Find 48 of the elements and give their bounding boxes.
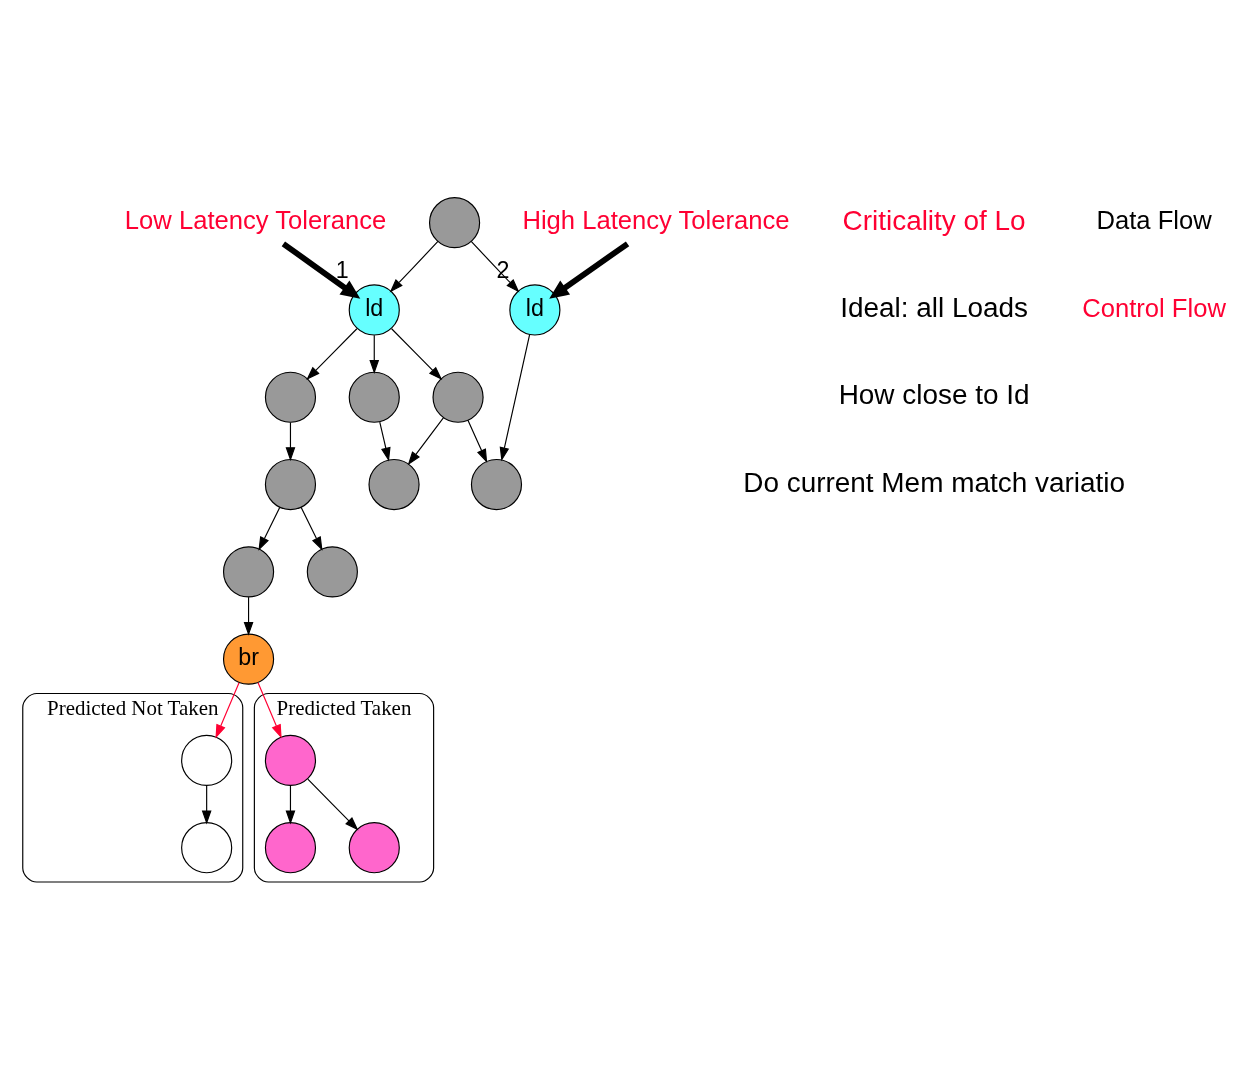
arrow [389,240,439,293]
node-circle [432,371,484,423]
arrow [307,778,359,831]
arrow [201,785,212,825]
arrow [379,421,391,462]
node-circle [368,458,420,511]
node-circle [428,197,481,249]
arrow [369,334,380,374]
arrow [407,417,445,466]
arrow [243,596,254,636]
arrow [285,785,296,825]
label: Criticality of Lo [842,204,1026,236]
node-circle [264,458,317,511]
legend-label: Data Flow [1096,206,1212,235]
arrow [549,241,630,299]
node-text: Low Latency Tolerance [124,206,387,235]
arrow [391,328,443,381]
legend-label: Control Flow [1082,293,1226,322]
arrow [257,682,282,739]
node-circle [222,546,275,598]
arrow [467,419,488,463]
node-circle: br [222,633,275,685]
arrow [499,334,531,462]
arrow [300,507,323,551]
node-circle: ld [509,284,561,336]
arrow [470,240,520,293]
node-label: 1 [335,256,349,283]
arrow [258,507,281,551]
node-circle [470,458,523,511]
node-circle: ld [348,284,400,336]
arrow [281,241,361,299]
arrow [215,682,240,739]
label: Do current Mem match variatio [743,466,1125,498]
node-circle [264,734,317,786]
node-circle [264,371,317,423]
node-text: High Latency Tolerance [522,206,790,235]
node-circle [264,822,317,874]
cluster: Predicted Taken [253,692,435,883]
arrow [306,328,358,381]
node-circle [348,371,400,423]
label: Ideal: all Loads [840,292,1029,324]
arrow [285,421,296,462]
node-circle [181,822,233,874]
node-circle [306,546,358,598]
label: How close to Id [838,379,1030,411]
node-circle [348,822,400,874]
node-circle [181,734,233,786]
cluster: Predicted Not Taken [22,692,244,883]
